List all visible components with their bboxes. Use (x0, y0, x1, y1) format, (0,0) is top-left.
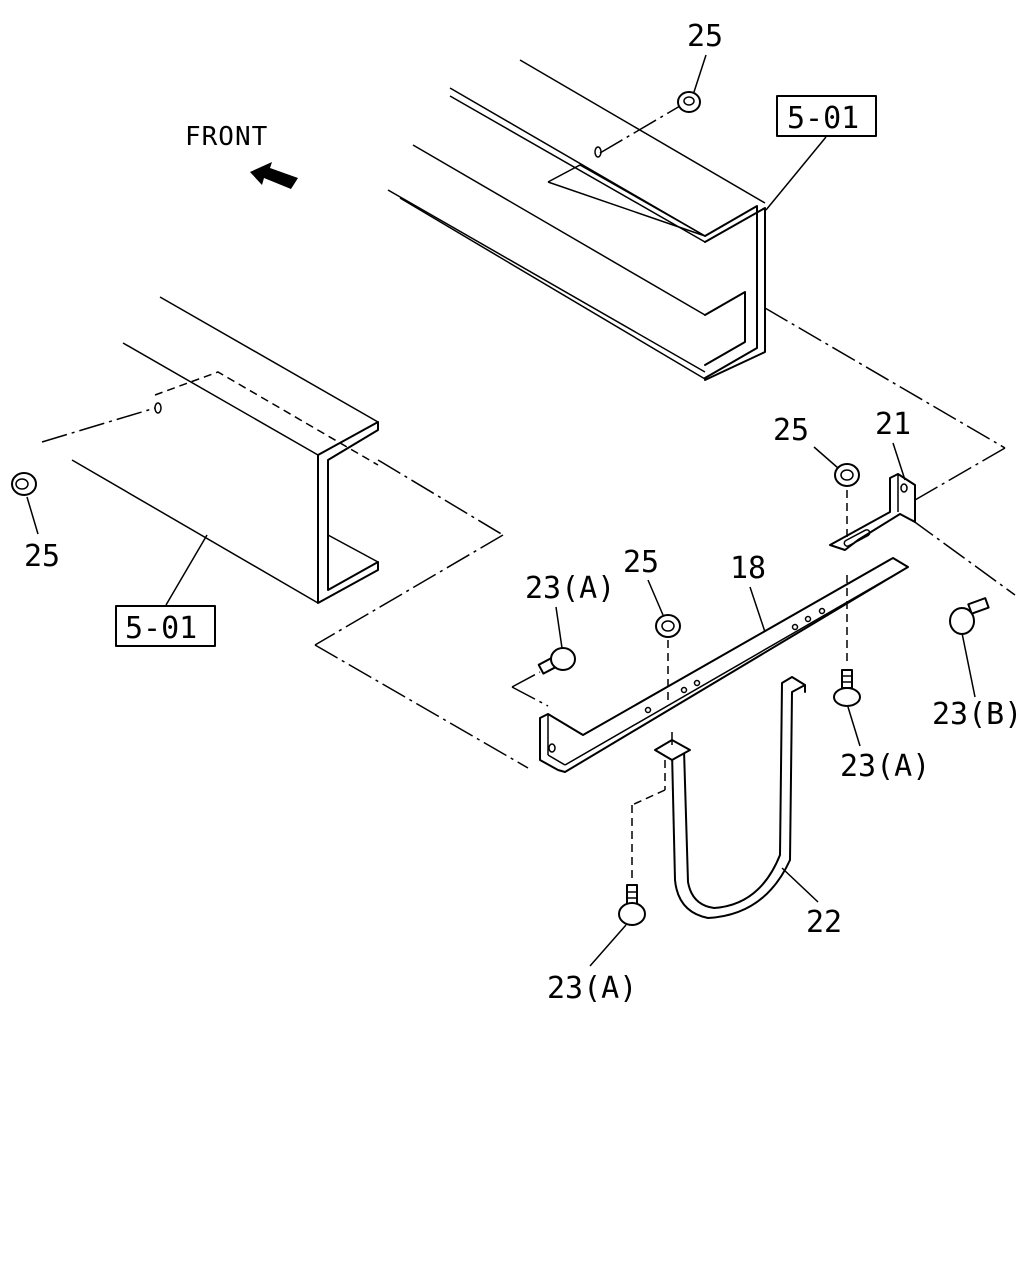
callout-bolt-bottom: 23(A) (547, 971, 637, 1006)
front-arrow-icon (250, 162, 298, 189)
callout-bolt-right-bottom: 23(A) (840, 749, 930, 784)
centerline-left-bolt-b (511, 686, 549, 707)
centerline-left-bolt (511, 671, 541, 688)
ref-box-lower[interactable] (115, 605, 216, 647)
centerline-lower-frame-b (314, 534, 504, 646)
centerline-bottom-bolt-b (631, 789, 666, 806)
centerline-left-nut (41, 407, 156, 443)
callout-bracket-21: 21 (875, 407, 911, 442)
centerline-top-nut (599, 105, 681, 154)
upper-frame-channel (387, 59, 766, 381)
leader-bolt-bottom (589, 924, 627, 967)
flange-bolt-icon (833, 669, 861, 707)
callout-nut-left: 25 (24, 539, 60, 574)
callout-nut-right-bracket: 25 (773, 413, 809, 448)
callout-bolt-right: 23(B) (932, 697, 1022, 732)
flange-nut-icon (677, 91, 701, 113)
centerline-right-bolt-b (911, 519, 1016, 596)
callout-bar-18: 18 (730, 551, 766, 586)
callout-ref-upper: 5-01 (787, 101, 859, 136)
leader-nut-right-bracket (813, 446, 839, 469)
leader-ref-upper (765, 136, 827, 211)
leader-ref-lower (165, 534, 208, 606)
front-label: FRONT (185, 122, 268, 152)
centerline-upper-frame (764, 307, 1006, 449)
leader-bolt-right-bottom (847, 706, 861, 747)
lower-frame-channel (71, 296, 379, 604)
flange-bolt-icon (537, 647, 576, 675)
centerline-lower-frame-c (314, 644, 529, 769)
leader-bracket-21 (892, 442, 906, 481)
callout-bolt-left-top: 23(A) (525, 571, 615, 606)
flange-bolt-icon (618, 884, 646, 926)
ref-box-upper[interactable] (776, 95, 877, 137)
callout-nut-middle: 25 (623, 545, 659, 580)
callout-ref-lower: 5-01 (125, 611, 197, 646)
flange-bolt-icon (949, 597, 990, 635)
u-band-22 (654, 676, 806, 919)
flange-nut-icon (11, 472, 37, 496)
leader-nut-middle (647, 579, 664, 616)
callout-nut-top: 25 (687, 19, 723, 54)
leader-band-22 (781, 867, 819, 903)
leader-bar-18 (749, 586, 766, 633)
leader-nut-top (693, 54, 707, 93)
bracket-21 (829, 473, 916, 551)
centerline-lower-frame (377, 459, 504, 536)
cross-bar-18 (539, 557, 909, 773)
leader-bolt-right (961, 632, 976, 698)
centerline-upper-frame-return (914, 447, 1006, 501)
leader-bolt-left-top (555, 606, 563, 649)
flange-nut-icon (655, 614, 681, 638)
leader-nut-left (26, 496, 39, 535)
flange-nut-icon (834, 463, 860, 487)
callout-band-22: 22 (806, 905, 842, 940)
